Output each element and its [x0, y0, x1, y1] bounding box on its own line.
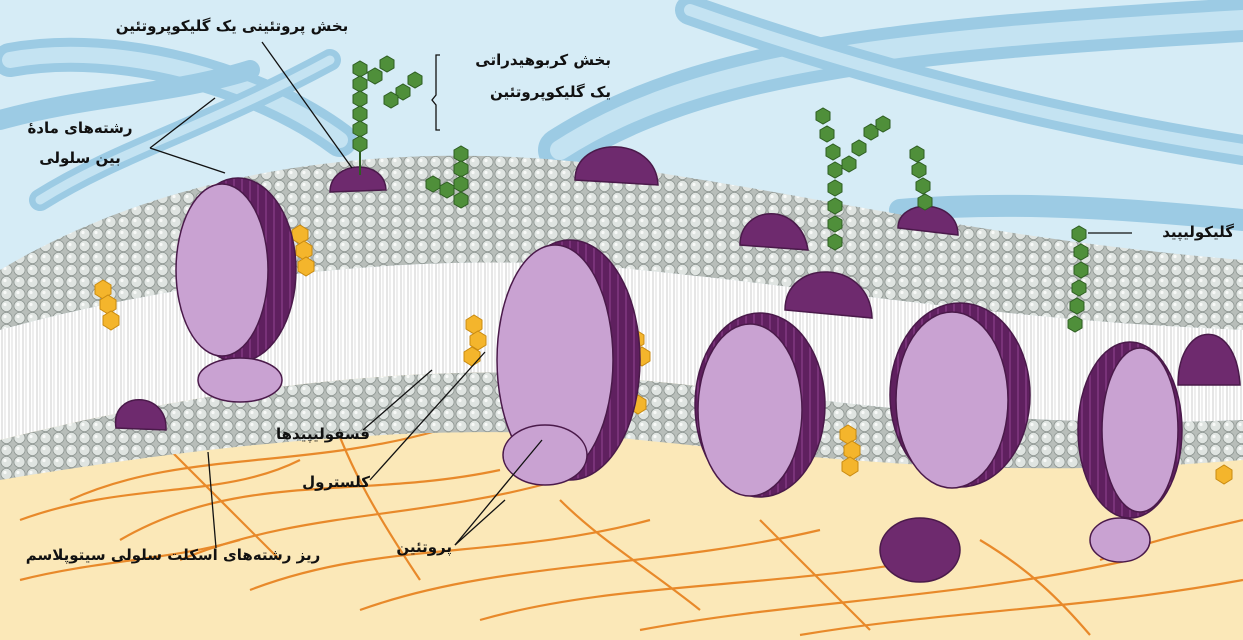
glycoprotein-protein-part-label: بخش پروتئینی یک گلیکوپروتئین — [82, 16, 382, 36]
ecm-fibers-label-line1: رشته‌های مادهٔ — [12, 118, 148, 138]
carbohydrate-part-label-line2: یک گلیکوپروتئین — [446, 82, 611, 102]
cholesterol-label: کلسترول — [262, 472, 370, 492]
proteins-label: پروتئین — [378, 537, 452, 557]
cytoskeleton-label: ریز رشته‌های اسکلت سلولی سیتوپلاسم — [8, 545, 338, 565]
carbohydrate-part-label-line1: بخش کربوهیدراتی — [446, 50, 611, 70]
glycolipid-label: گلیکولیپید — [1136, 222, 1234, 242]
phospholipids-label: فسفولیپیدها — [252, 424, 370, 444]
ecm-fibers-label-line2: بین سلولی — [12, 148, 148, 168]
